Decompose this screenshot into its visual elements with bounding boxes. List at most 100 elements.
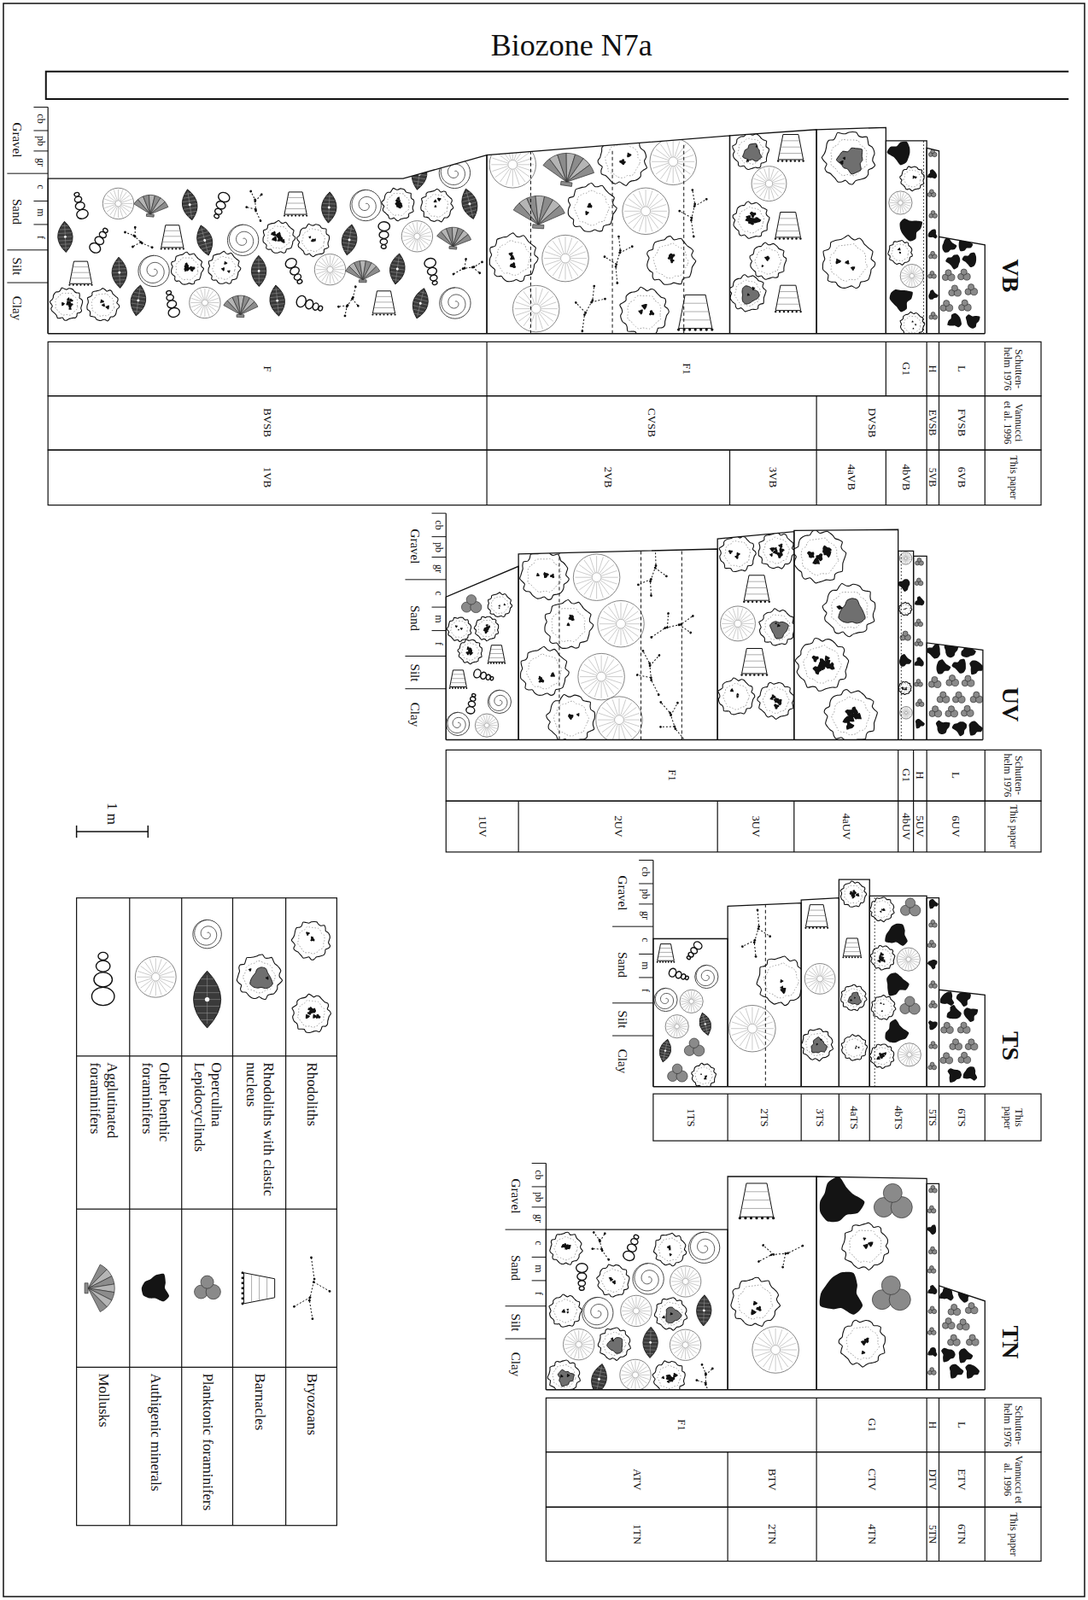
lepidocyclina-symbol (339, 223, 360, 258)
rhodolith-outline (546, 694, 596, 744)
drawing-part (756, 1031, 770, 1042)
algal-branch (221, 267, 225, 271)
benthic-foram-symbol (896, 947, 920, 972)
authigenic-grain-symbol (929, 899, 939, 909)
drawing-part (820, 965, 825, 977)
rhodolith-symbol (869, 1044, 894, 1069)
drawing-part (318, 271, 328, 278)
drawing-part (897, 801, 899, 853)
drawing-part (347, 227, 352, 253)
drawing-part (936, 659, 952, 674)
drawing-part (669, 713, 673, 718)
grain-size-axis (612, 859, 654, 1087)
drawing-part (615, 281, 619, 285)
unit-fill (718, 532, 796, 720)
drawing-part (506, 169, 512, 186)
drawing-part (754, 1011, 765, 1024)
barnacle-symbol (677, 294, 714, 331)
algal-branch (822, 547, 829, 554)
rhodolith-symbol (758, 532, 795, 569)
drawing-part (912, 278, 916, 287)
drawing-part (689, 1038, 699, 1048)
drawing-part (121, 203, 133, 205)
benthic-foram-symbol (314, 254, 346, 286)
drawing-part (649, 635, 654, 639)
drawing-part (777, 224, 799, 226)
drawing-part (200, 289, 205, 300)
drawing-part (770, 168, 774, 181)
rhodolith-lamina (301, 228, 325, 252)
authigenic-grain-symbol (928, 229, 938, 240)
drawing-part (614, 603, 620, 620)
drawing-part (842, 938, 861, 957)
drawing-part (130, 227, 139, 237)
drawing-part (283, 257, 299, 270)
drawing-part (904, 707, 907, 712)
planktonic-foram-symbol (940, 300, 954, 312)
rhodolith-lamina (551, 608, 585, 643)
drawing-part (651, 161, 668, 163)
drawing-part (900, 707, 913, 720)
drawing-part (576, 570, 592, 576)
algal-branch (271, 235, 278, 241)
drawing-part (908, 1057, 910, 1066)
drawing-part (624, 713, 640, 719)
drawing-part (540, 310, 556, 316)
agglutinated-foram-symbol (465, 693, 479, 715)
operculina-symbol (445, 712, 469, 736)
drawing-part (812, 927, 814, 930)
drawing-part (754, 184, 767, 188)
drawing-part (619, 698, 621, 715)
algal-branch (914, 323, 917, 326)
drawing-part (808, 927, 811, 930)
drawing-part (889, 202, 899, 204)
bryozoan-symbol (740, 908, 773, 960)
drawing-part (728, 610, 736, 621)
drawing-part (693, 995, 701, 1001)
drawing-part (227, 224, 258, 256)
drawing-part (938, 1093, 940, 1141)
unit-fill (927, 149, 939, 320)
drawing-part (462, 687, 465, 690)
drawing-part (926, 749, 928, 802)
drawing-part (250, 191, 262, 223)
lepidocyclina-symbol (321, 191, 338, 223)
drawing-part (113, 190, 117, 201)
drawing-part (567, 162, 596, 187)
drawing-part (926, 801, 928, 853)
drawing-part (584, 581, 594, 595)
drawing-part (756, 908, 760, 912)
drawing-part (947, 706, 954, 713)
drawing-part (903, 277, 911, 283)
drawing-part (599, 623, 616, 625)
planktonic-foram-symbol (965, 284, 978, 296)
drawing-part (393, 313, 396, 316)
drawing-part (777, 304, 801, 305)
rhodolith-lamina (900, 604, 910, 615)
drawing-part (703, 1023, 707, 1026)
rhodolith-symbol (457, 639, 482, 665)
drawing-part (638, 190, 644, 206)
drawing-part (466, 595, 476, 605)
drawing-part (649, 549, 658, 597)
drawing-part (358, 280, 367, 283)
lepidocyclina-symbol (57, 221, 74, 253)
rhodolith-outline (549, 1232, 583, 1265)
drawing-part (529, 313, 535, 329)
rhodolith-outline (793, 530, 847, 584)
drawing-part (906, 1057, 909, 1065)
authigenic-grain-symbol (965, 314, 981, 329)
drawing-part (779, 152, 803, 154)
drawing-part (612, 1002, 654, 1004)
planktonic-foram-symbol (914, 578, 924, 586)
drawing-part (591, 295, 606, 306)
drawing-part (332, 272, 339, 281)
algal-branch (842, 157, 846, 161)
rhodolith-symbol (691, 1063, 717, 1088)
barnacle-symbol (774, 285, 802, 313)
unit-fill (927, 899, 939, 1071)
rhodolith-lamina (653, 243, 689, 279)
drawing-part (902, 631, 908, 637)
rhodolith-lamina (830, 244, 868, 282)
drawing-part (64, 235, 67, 239)
